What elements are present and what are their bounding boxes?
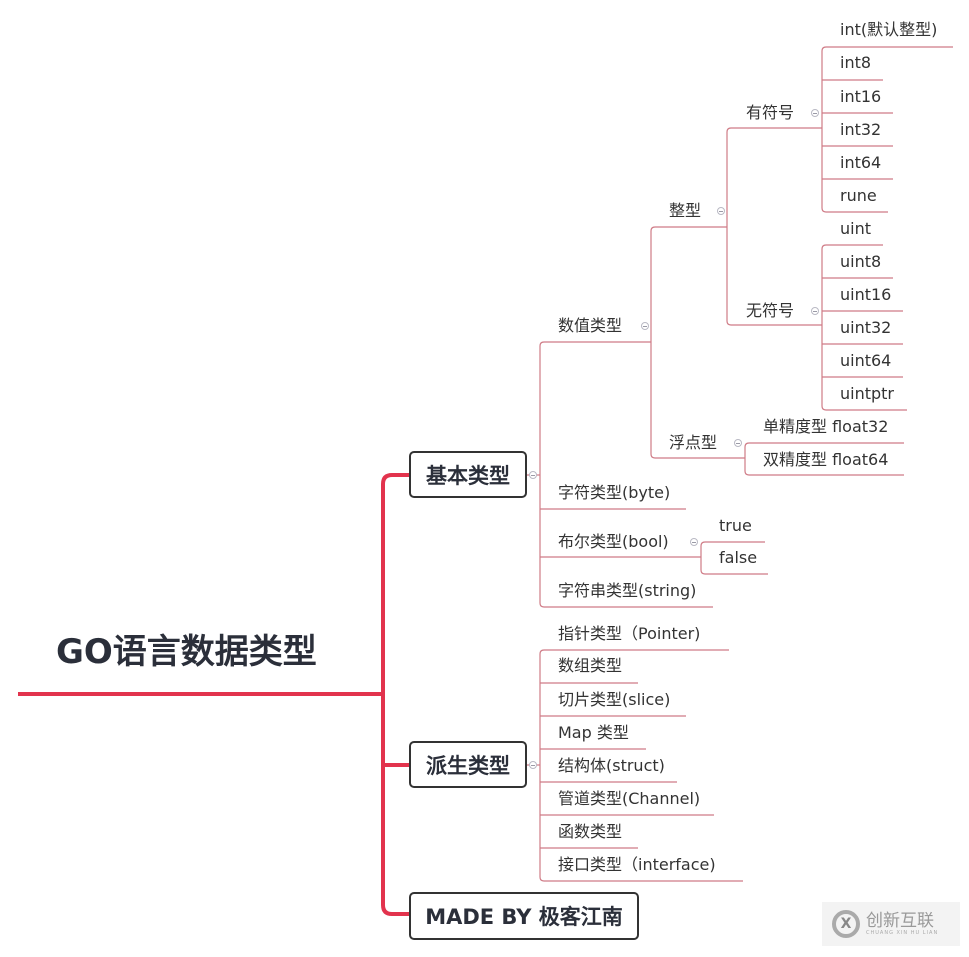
topic-credit[interactable]: MADE BY 极客江南	[409, 892, 639, 940]
topic-numeric[interactable]: 数值类型	[558, 316, 623, 335]
topic-interface[interactable]: 接口类型（interface)	[558, 855, 716, 874]
collapse-signed-icon[interactable]	[811, 109, 819, 117]
topic-map[interactable]: Map 类型	[558, 723, 629, 742]
topic-bool[interactable]: 布尔类型(bool)	[558, 532, 669, 551]
topic-integer[interactable]: 整型	[669, 201, 702, 220]
watermark: X 创新互联 CHUANG XIN HU LIAN	[822, 902, 960, 946]
topic-false[interactable]: false	[719, 548, 758, 567]
topic-uint16[interactable]: uint16	[840, 285, 892, 304]
collapse-numeric-icon[interactable]	[641, 322, 649, 330]
topic-byte[interactable]: 字符类型(byte)	[558, 483, 671, 502]
topic-slice[interactable]: 切片类型(slice)	[558, 690, 671, 709]
collapse-integer-icon[interactable]	[717, 207, 725, 215]
topic-true[interactable]: true	[719, 516, 752, 535]
topic-string[interactable]: 字符串类型(string)	[558, 581, 697, 600]
topic-struct[interactable]: 结构体(struct)	[558, 756, 665, 775]
topic-basic-types[interactable]: 基本类型	[409, 451, 527, 498]
collapse-float-icon[interactable]	[734, 439, 742, 447]
topic-int64[interactable]: int64	[840, 153, 882, 172]
topic-uint32[interactable]: uint32	[840, 318, 892, 337]
collapse-bool-icon[interactable]	[690, 538, 698, 546]
topic-pointer[interactable]: 指针类型（Pointer)	[558, 624, 701, 643]
topic-uint64[interactable]: uint64	[840, 351, 892, 370]
topic-signed[interactable]: 有符号	[746, 103, 795, 122]
topic-channel[interactable]: 管道类型(Channel)	[558, 789, 701, 808]
topic-int[interactable]: int(默认整型)	[840, 20, 938, 39]
watermark-logo-icon: X	[832, 910, 860, 938]
topic-uint[interactable]: uint	[840, 219, 871, 238]
topic-uintptr[interactable]: uintptr	[840, 384, 895, 403]
root-topic[interactable]: GO语言数据类型	[56, 632, 317, 672]
topic-function[interactable]: 函数类型	[558, 822, 623, 841]
topic-derived-types[interactable]: 派生类型	[409, 741, 527, 788]
topic-int16[interactable]: int16	[840, 87, 882, 106]
watermark-name: 创新互联	[866, 911, 934, 931]
topic-float64[interactable]: 双精度型 float64	[763, 450, 889, 469]
collapse-basic-icon[interactable]	[529, 471, 537, 479]
topic-unsigned[interactable]: 无符号	[746, 301, 795, 320]
topic-float32[interactable]: 单精度型 float32	[763, 417, 889, 436]
collapse-unsigned-icon[interactable]	[811, 307, 819, 315]
topic-rune[interactable]: rune	[840, 186, 877, 205]
watermark-pinyin: CHUANG XIN HU LIAN	[866, 930, 939, 936]
topic-int32[interactable]: int32	[840, 120, 882, 139]
topic-uint8[interactable]: uint8	[840, 252, 882, 271]
topic-int8[interactable]: int8	[840, 53, 872, 72]
collapse-derived-icon[interactable]	[529, 761, 537, 769]
topic-float[interactable]: 浮点型	[669, 433, 718, 452]
topic-array[interactable]: 数组类型	[558, 656, 623, 675]
